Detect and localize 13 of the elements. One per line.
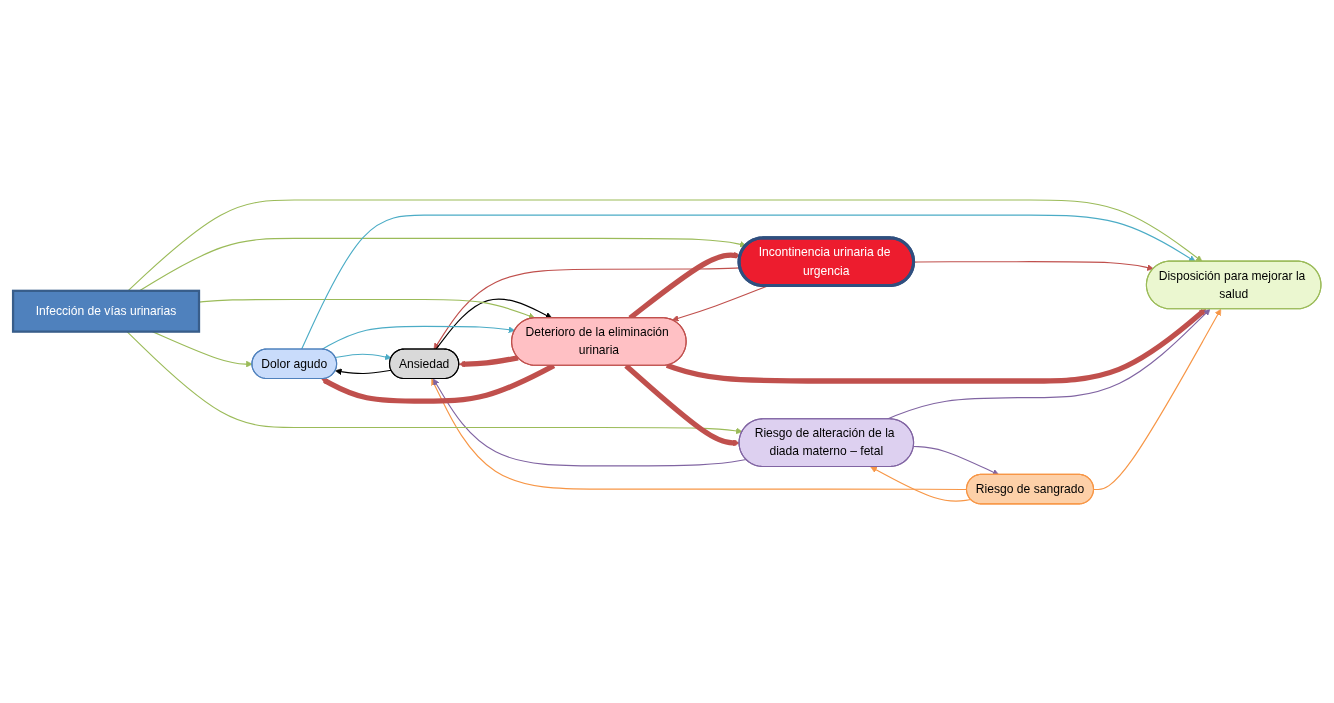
node-box: Infección de vías urinarias [11, 289, 201, 333]
arrow [913, 445, 1000, 475]
arrow [870, 466, 972, 502]
arrow [1093, 308, 1222, 490]
arrow [458, 354, 519, 367]
arrow [300, 214, 1196, 350]
arrow [433, 378, 747, 466]
arrow [435, 298, 553, 350]
arrow [624, 363, 740, 446]
arrow [127, 199, 1203, 291]
arrow [665, 308, 1207, 384]
arrow [334, 353, 392, 360]
arrow [335, 367, 392, 375]
